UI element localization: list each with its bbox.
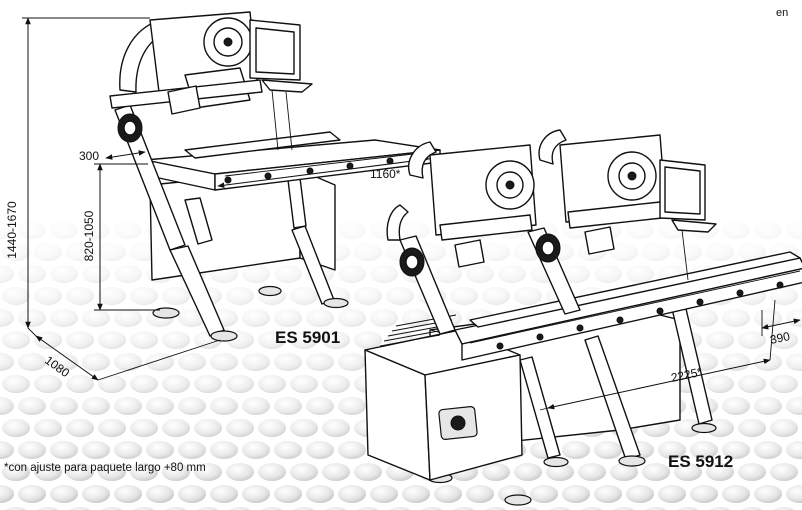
language-label: en bbox=[776, 7, 788, 19]
dimension-width-small: 300 bbox=[79, 149, 99, 163]
dimension-table-height: 820-1050 bbox=[82, 210, 96, 261]
dimension-conveyor-large: 2225* bbox=[670, 365, 704, 385]
model-label-es-5901: ES 5901 bbox=[275, 328, 340, 347]
dimension-extension: 390 bbox=[769, 329, 792, 347]
dimension-total-height: 1440-1670 bbox=[5, 201, 19, 259]
footnote: *con ajuste para paquete largo +80 mm bbox=[4, 462, 206, 474]
model-label-es-5912: ES 5912 bbox=[668, 452, 733, 471]
dimension-conveyor-small: 1160* bbox=[370, 167, 401, 181]
dimension-lines-es-5912 bbox=[539, 299, 801, 411]
dimension-lines-es-5901 bbox=[22, 17, 437, 381]
